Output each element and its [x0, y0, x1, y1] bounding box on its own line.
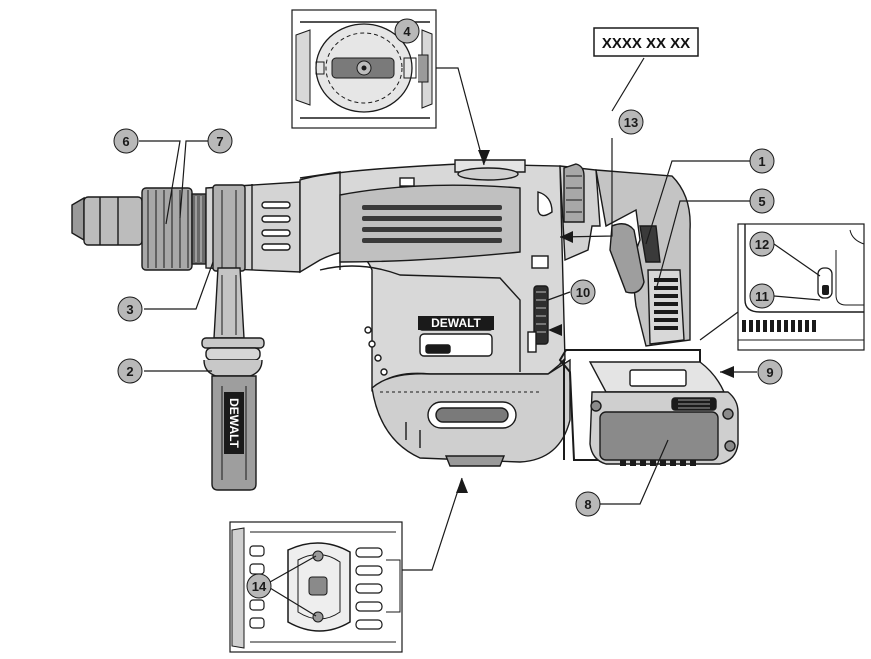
callout-11: 11	[749, 283, 775, 309]
svg-text:2: 2	[126, 364, 133, 379]
svg-text:8: 8	[584, 497, 591, 512]
model-label-box: XXXX XX XX	[593, 27, 699, 57]
inset-vent-slots	[742, 320, 816, 332]
svg-text:6: 6	[122, 134, 129, 149]
callout-5: 5	[749, 188, 775, 214]
svg-text:5: 5	[758, 194, 765, 209]
side-handle	[201, 184, 265, 491]
chuck	[71, 187, 207, 271]
callout-3: 3	[117, 296, 143, 322]
callout-4: 4	[394, 18, 420, 44]
callout-14: 14	[246, 573, 272, 599]
leader-lines	[139, 57, 821, 617]
svg-text:9: 9	[766, 365, 773, 380]
brand-label-body: DEWALT	[431, 316, 481, 330]
svg-text:4: 4	[403, 24, 411, 39]
callout-1: 1	[749, 148, 775, 174]
leader-arrowheads	[456, 150, 734, 493]
svg-text:7: 7	[216, 134, 223, 149]
battery	[558, 349, 739, 466]
svg-text:3: 3	[126, 302, 133, 317]
motor-housing	[371, 358, 571, 467]
main-body	[299, 159, 566, 392]
callout-9: 9	[757, 359, 783, 385]
callout-7: 7	[207, 128, 233, 154]
inset-underside	[229, 521, 403, 653]
svg-text:13: 13	[624, 115, 638, 130]
svg-text:1: 1	[758, 154, 765, 169]
callout-8: 8	[575, 491, 601, 517]
rear-handle	[559, 163, 691, 347]
svg-text:14: 14	[252, 579, 267, 594]
callout-10: 10	[570, 279, 596, 305]
svg-text:12: 12	[755, 237, 769, 252]
brand-label-handle: DEWALT	[227, 398, 241, 448]
svg-text:10: 10	[576, 285, 590, 300]
callout-6: 6	[113, 128, 139, 154]
brand-badge-body: DEWALT	[418, 316, 494, 330]
callout-12: 12	[749, 231, 775, 257]
svg-text:11: 11	[755, 289, 769, 304]
switch-strip	[527, 191, 553, 353]
brand-badge-handle: DEWALT	[227, 398, 241, 448]
callout-2: 2	[117, 358, 143, 384]
model-label: XXXX XX XX	[602, 35, 690, 52]
callout-13: 13	[618, 109, 644, 135]
callouts: 1 2 3 4 5 6 7 8	[113, 18, 783, 599]
hammer-drill-illustration	[71, 159, 739, 491]
